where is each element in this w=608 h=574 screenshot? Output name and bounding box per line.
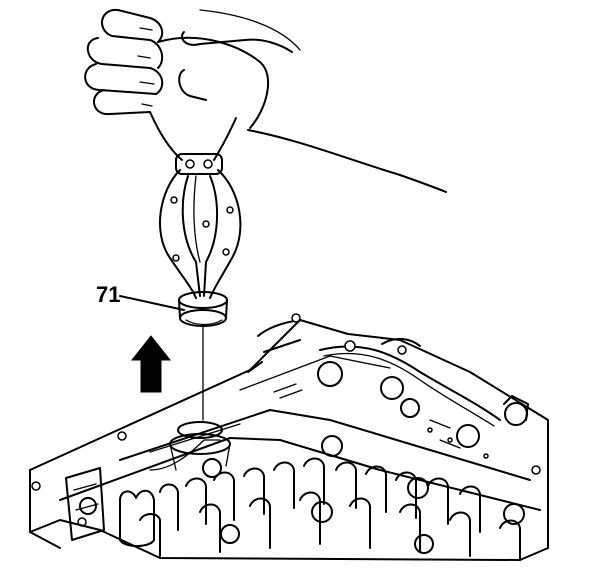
- callout-leader-line: [119, 295, 185, 311]
- spool-valves: [29, 435, 549, 561]
- pliers-tool: [149, 111, 242, 299]
- seal-part: [178, 291, 228, 421]
- valve-body: [29, 313, 549, 549]
- hand-drawing: [84, 8, 447, 193]
- callout-label-71: 71: [96, 282, 121, 307]
- upward-arrow: [130, 335, 172, 393]
